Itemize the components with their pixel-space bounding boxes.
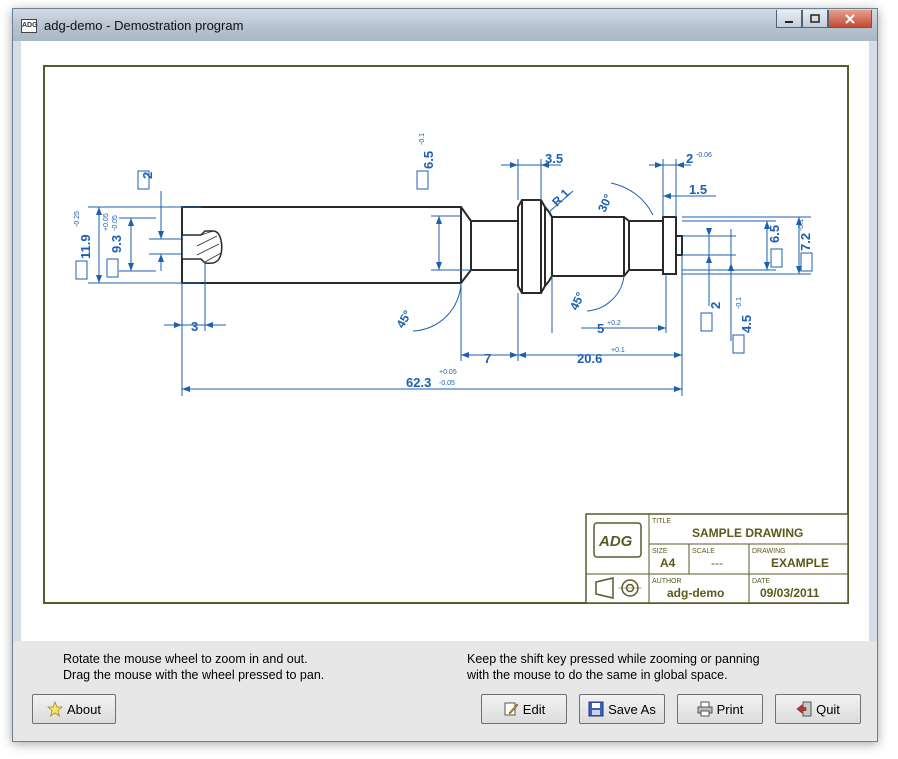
window-title: adg-demo - Demostration program [44,18,244,33]
drawing-canvas[interactable]: 2 11.9 -0.25 9.3 +0.05 -0.05 3 6.5 -0.1 … [21,41,869,641]
dim-11-9-tol: -0.25 [74,211,81,227]
dim-2-left: 2 [140,172,155,179]
hint-right-line1: Keep the shift key pressed while zooming… [467,652,760,666]
bore-section [181,230,223,265]
close-icon [845,13,855,24]
dim-3-5: 3.5 [545,151,563,166]
edit-label: Edit [522,701,546,717]
shaft-part [181,199,683,294]
printer-icon [697,701,713,717]
maximize-button[interactable] [802,10,828,28]
technical-drawing[interactable]: 2 11.9 -0.25 9.3 +0.05 -0.05 3 6.5 -0.1 … [21,41,869,641]
dim-62-3-tol-low: -0.05 [439,380,455,387]
dim-7-2-tol: -0.1 [798,219,805,231]
dim-20-6: 20.6 [577,351,602,366]
dim-62-3: 62.3 [406,375,431,390]
dim-20-6-tol: +0.1 [611,347,625,354]
dim-9-3-tol-up: +0.05 [103,213,110,231]
edit-icon [504,702,519,716]
dim-3: 3 [191,319,198,334]
dim-62-3-tol-up: +0.05 [439,369,457,376]
dimension-texts: 2 11.9 -0.25 9.3 +0.05 -0.05 3 6.5 -0.1 … [74,133,813,390]
dim-5: 5 [597,321,604,336]
maximize-icon [810,13,820,23]
minimize-button[interactable] [776,10,802,28]
dim-45-right: 45° [567,290,587,313]
projection-symbol-icon [595,577,642,599]
dim-2-top-tol: -0.06 [696,152,712,159]
bottom-panel: Rotate the mouse wheel to zoom in and ou… [13,641,877,741]
about-button[interactable]: About [32,694,116,724]
title-value: SAMPLE DRAWING [692,526,803,540]
scale-label: SCALE [692,548,715,555]
dim-11-9: 11.9 [78,234,93,259]
author-label: AUTHOR [652,578,682,585]
dim-2-right: 2 [708,302,723,309]
dim-4-5-tol: -0.1 [736,297,743,309]
size-value: A4 [660,556,676,570]
dim-5-tol: +0.2 [607,320,621,327]
drawing-value: EXAMPLE [771,556,829,570]
scale-value: --- [711,556,723,570]
arrowheads [96,162,802,392]
print-button[interactable]: Print [677,694,763,724]
title-block: ADG TITLE SAMPLE DRAWING SIZE A4 SCALE -… [585,513,849,604]
dim-45-left: 45° [393,308,414,331]
app-icon: ADG [21,19,38,33]
adg-logo [593,522,642,558]
title-bar[interactable]: ADG adg-demo - Demostration program [13,9,877,41]
drawing-frame [43,65,849,604]
dimension-lines [88,159,811,396]
dim-4-5: 4.5 [739,315,754,333]
dim-2-top: 2 [686,151,693,166]
save-as-label: Save As [608,701,656,717]
drawing-label: DRAWING [752,548,786,555]
tolerance-boxes [75,170,813,354]
dim-9-3: 9.3 [109,235,124,253]
dim-1-5: 1.5 [689,182,707,197]
window-controls [776,10,872,30]
star-icon [47,701,63,717]
dim-30: 30° [595,192,615,215]
save-as-button[interactable]: Save As [579,694,665,724]
dim-9-3-tol-low: -0.05 [112,215,119,231]
quit-label: Quit [816,701,840,717]
hint-left: Rotate the mouse wheel to zoom in and ou… [63,651,324,683]
quit-button[interactable]: Quit [775,694,861,724]
save-icon [588,701,604,717]
size-label: SIZE [652,548,668,555]
minimize-icon [785,20,793,23]
hint-right: Keep the shift key pressed while zooming… [467,651,760,683]
close-button[interactable] [828,10,872,28]
quit-icon [796,701,812,717]
dim-6-5-top: 6.5 [421,151,436,169]
print-label: Print [716,701,744,717]
hint-right-line2: with the mouse to do the same in global … [467,668,728,682]
main-window: ADG adg-demo - Demostration program [12,8,878,742]
date-value: 09/03/2011 [760,586,820,600]
dim-6-5-top-tol: -0.1 [419,133,426,145]
edit-button[interactable]: Edit [481,694,567,724]
about-label: About [67,701,101,717]
adg-logo-text: ADG [598,533,633,550]
title-label: TITLE [652,518,671,525]
dim-6-5-right: 6.5 [767,225,782,243]
dim-7-2: 7.2 [798,233,813,251]
author-value: adg-demo [667,586,724,600]
dim-7: 7 [484,351,491,366]
hint-left-line1: Rotate the mouse wheel to zoom in and ou… [63,652,308,666]
hint-left-line2: Drag the mouse with the wheel pressed to… [63,668,325,682]
dim-r1: R 1 [549,186,572,209]
date-label: DATE [752,578,770,585]
